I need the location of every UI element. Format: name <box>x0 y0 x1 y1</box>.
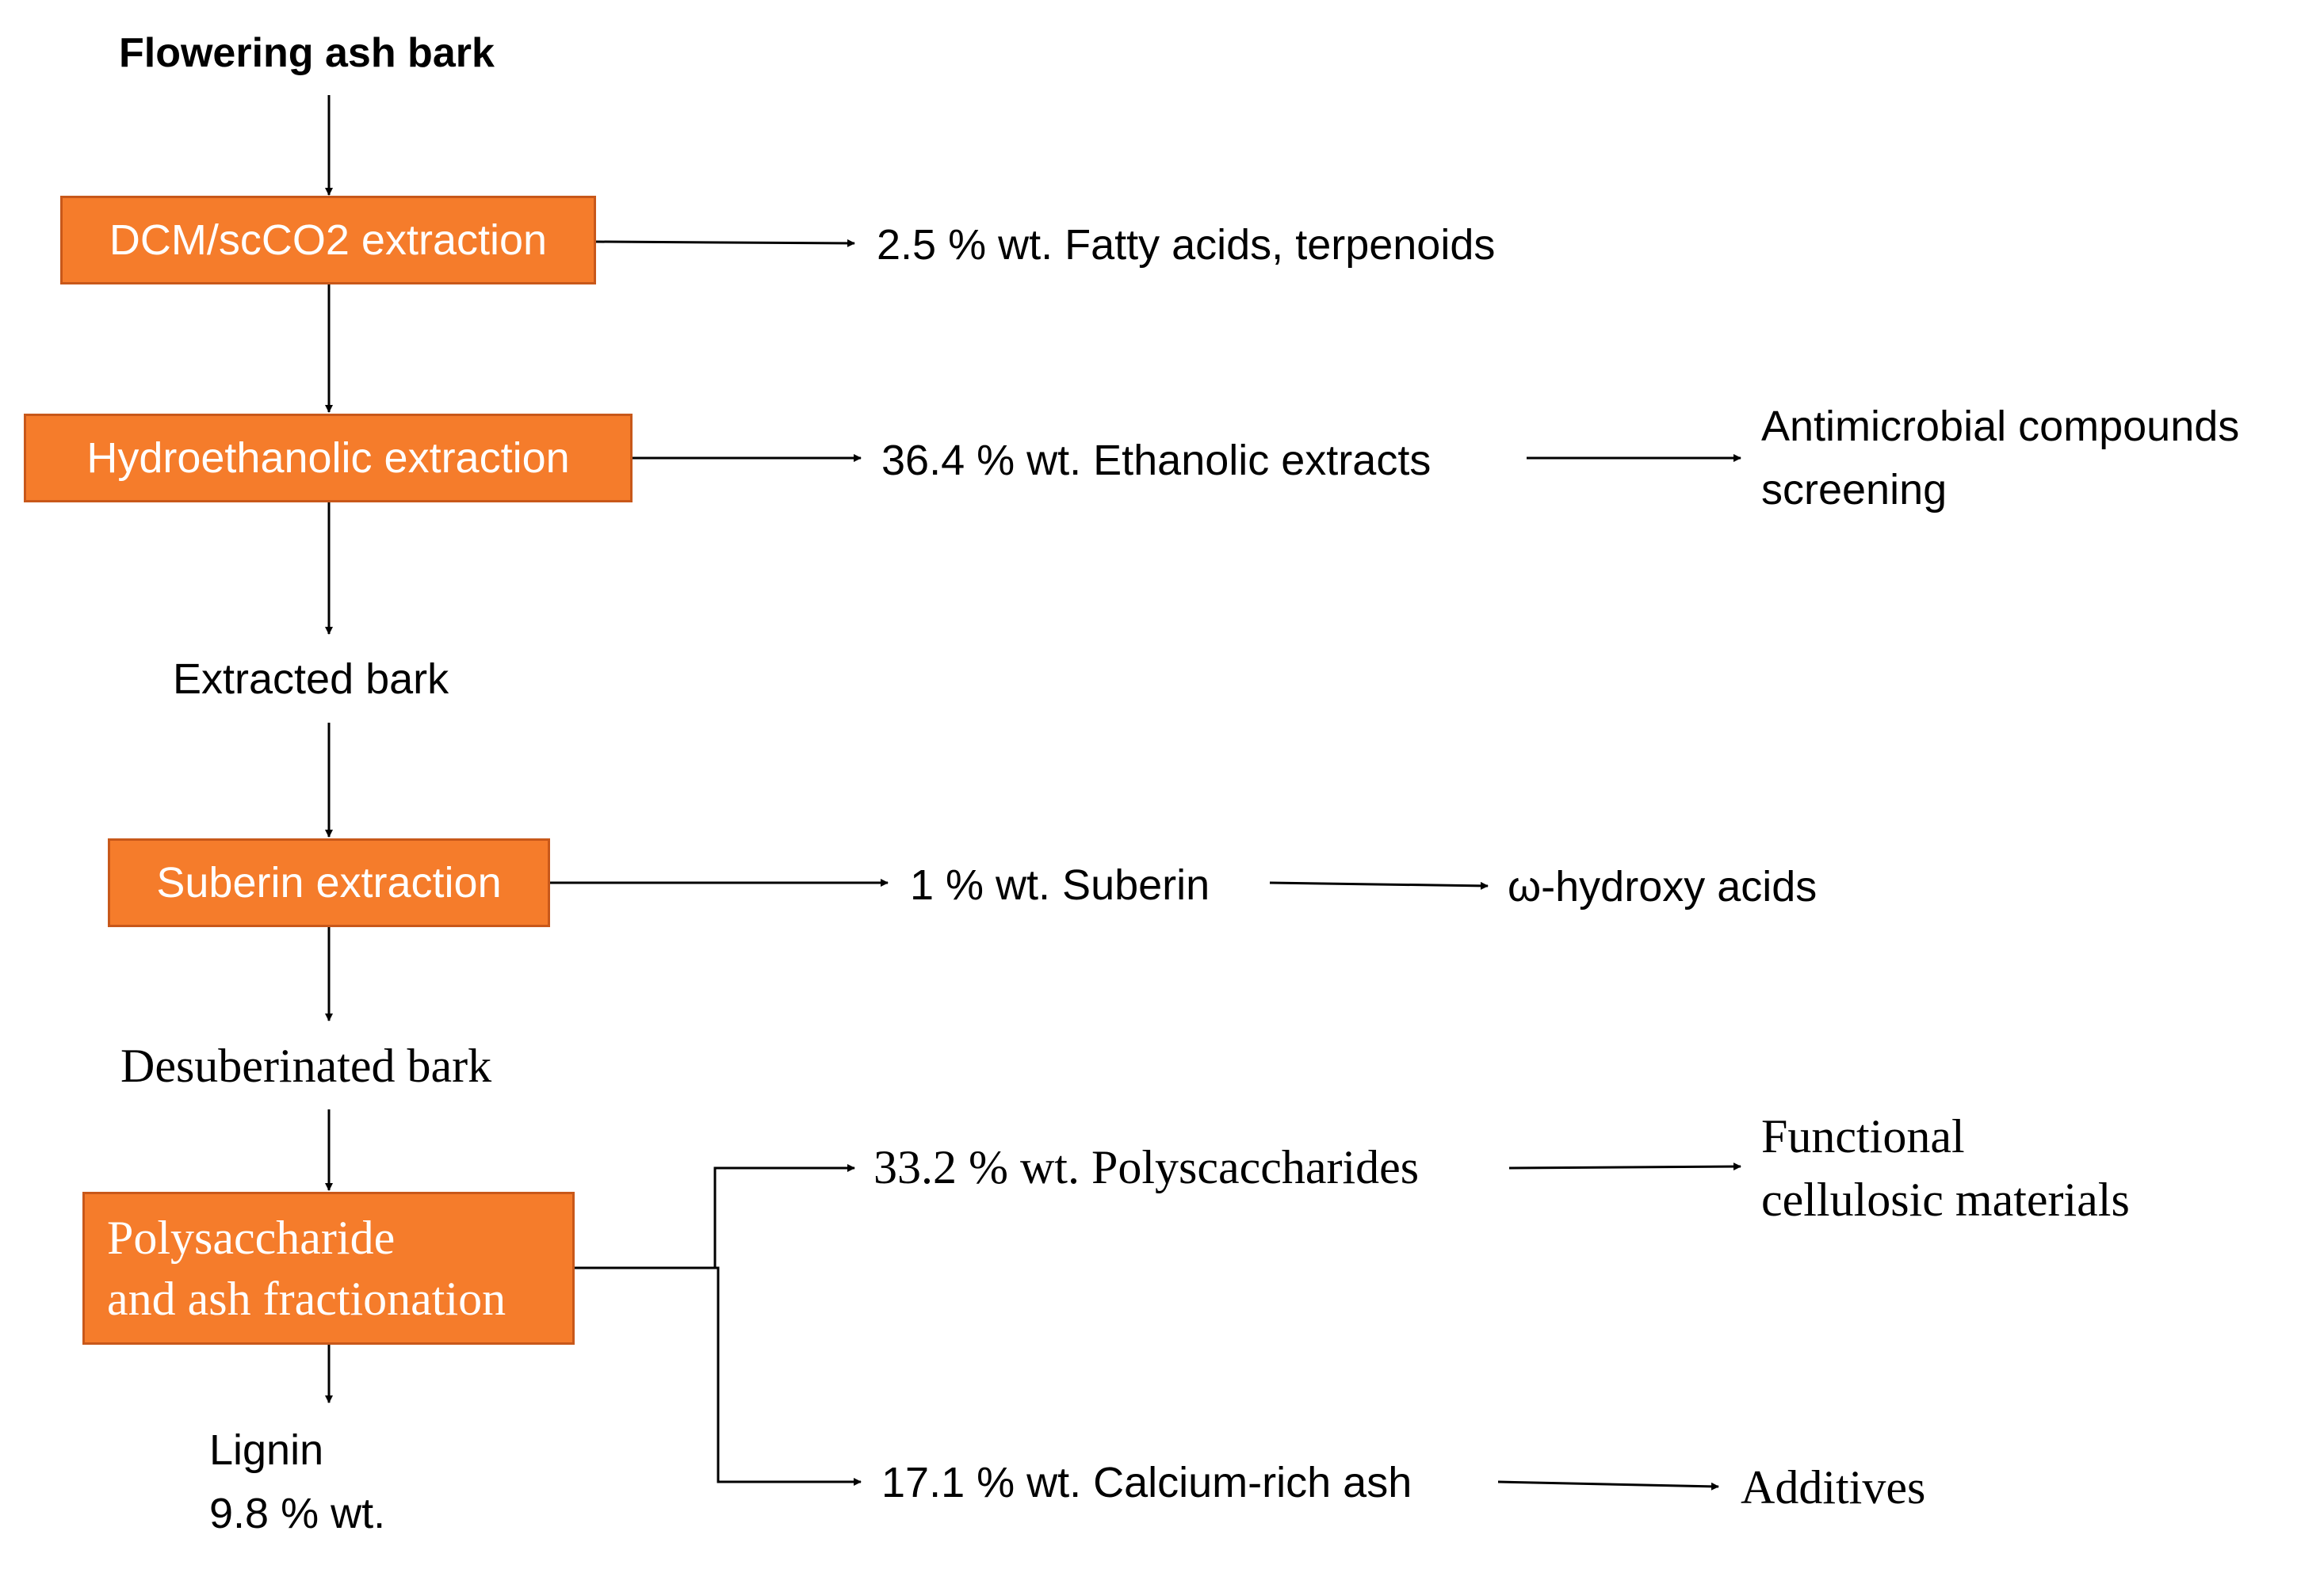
polysaccharides-product: 33.2 % wt. Polyscaccharides <box>873 1141 1420 1193</box>
arrow-polysaccharides-to-functional <box>1508 1162 1741 1171</box>
arrow-poly-to-ash <box>715 1266 862 1486</box>
arrow-poly-to-polysaccharides <box>575 1164 855 1269</box>
desuberinated-bark-label: Desuberinated bark <box>120 1040 492 1092</box>
suberin-extraction-box: Suberin extraction <box>108 838 550 927</box>
arrow-ash-to-additives <box>1497 1480 1719 1491</box>
functional-materials-application: Functional cellulosic materials <box>1761 1105 2130 1231</box>
polysaccharide-fractionation-box: Polysaccharide and ash fractionation <box>82 1192 575 1345</box>
antimicrobial-line2: screening <box>1761 466 1947 513</box>
dcm-extraction-label: DCM/scCO2 extraction <box>109 216 548 264</box>
lignin-label: Lignin 9.8 % wt. <box>209 1418 385 1545</box>
hydroxy-acids-application: ω-hydroxy acids <box>1508 863 1818 910</box>
antimicrobial-line1: Antimicrobial compounds <box>1761 403 2240 450</box>
source-label: Flowering ash bark <box>119 30 495 76</box>
functional-line2: cellulosic materials <box>1761 1174 2130 1226</box>
suberin-product: 1 % wt. Suberin <box>910 861 1210 909</box>
hydroethanolic-extraction-label: Hydroethanolic extraction <box>86 434 570 482</box>
hydroethanolic-extraction-box: Hydroethanolic extraction <box>24 414 633 502</box>
calcium-ash-product: 17.1 % wt. Calcium-rich ash <box>881 1459 1412 1506</box>
lignin-line1: Lignin <box>209 1426 324 1474</box>
arrow-dcm-to-fatty <box>595 239 855 247</box>
functional-line1: Functional <box>1761 1110 1965 1162</box>
dcm-extraction-box: DCM/scCO2 extraction <box>60 196 596 284</box>
lignin-line2: 9.8 % wt. <box>209 1490 386 1537</box>
arrow-suberin-to-hydroxy <box>1269 881 1489 890</box>
additives-application: Additives <box>1741 1461 1926 1514</box>
fatty-acids-product: 2.5 % wt. Fatty acids, terpenoids <box>877 221 1496 269</box>
ethanolic-extracts-product: 36.4 % wt. Ethanolic extracts <box>881 437 1431 484</box>
suberin-extraction-label: Suberin extraction <box>156 859 502 907</box>
extracted-bark-label: Extracted bark <box>173 655 449 703</box>
polysaccharide-fractionation-line1: Polysaccharide <box>107 1211 396 1264</box>
polysaccharide-fractionation-line2: and ash fractionation <box>107 1272 506 1325</box>
antimicrobial-application: Antimicrobial compounds screening <box>1761 395 2239 521</box>
